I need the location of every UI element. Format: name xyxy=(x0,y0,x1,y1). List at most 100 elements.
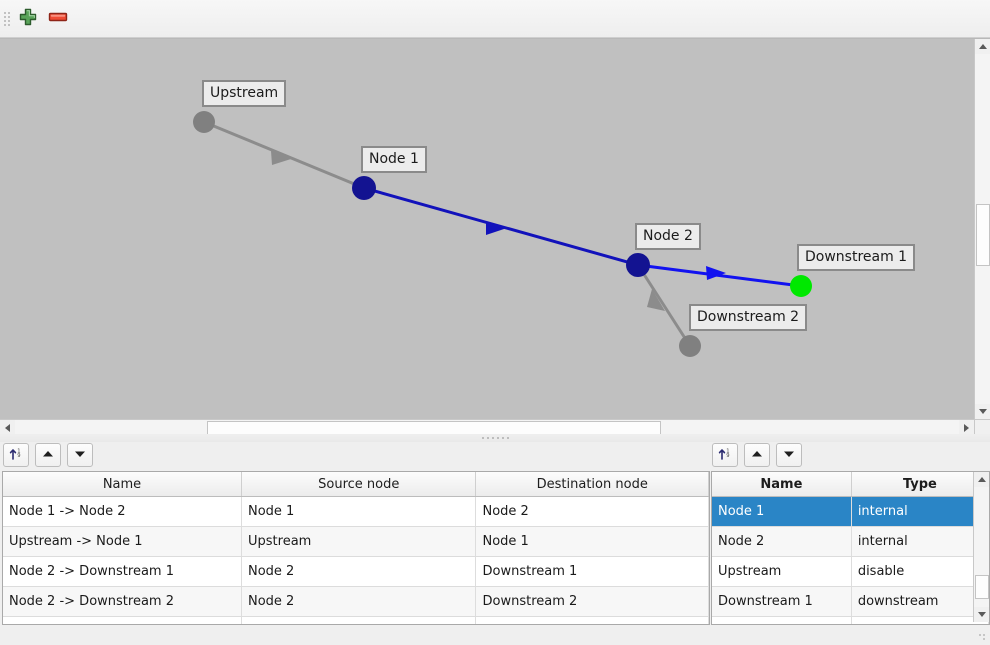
cell-empty xyxy=(3,616,242,624)
edges-column-name[interactable]: Name xyxy=(3,472,242,497)
main-toolbar xyxy=(0,0,990,38)
cell-name: Node 2 xyxy=(712,526,852,557)
svg-text:1: 1 xyxy=(726,448,729,454)
nodes-column-type[interactable]: Type xyxy=(851,472,989,497)
canvas-horizontal-scrollbar[interactable] xyxy=(0,419,974,435)
table-row[interactable]: Node 2 -> Downstream 2 Node 2 Downstream… xyxy=(3,586,709,617)
graph-node-downstream2 xyxy=(679,335,701,357)
sort-nodes-button[interactable]: 1 9 xyxy=(712,443,738,467)
table-row[interactable]: Node 2 -> Downstream 1 Node 2 Downstream… xyxy=(3,556,709,587)
triangle-left-icon xyxy=(5,423,10,432)
graph-label-upstream[interactable]: Upstream xyxy=(202,80,287,107)
remove-node-button[interactable] xyxy=(43,4,73,34)
table-row[interactable]: Upstream disable xyxy=(712,556,989,587)
cell-source: Node 1 xyxy=(241,496,477,527)
graph-canvas-container: Upstream Node 1 Node 2 Downstream 1 Down… xyxy=(0,38,990,435)
cell-type: downstream xyxy=(851,586,989,617)
scroll-left-button[interactable] xyxy=(0,420,15,435)
cell-type: internal xyxy=(851,526,989,557)
toolbar-grip[interactable] xyxy=(3,7,13,31)
triangle-down-icon xyxy=(781,446,797,465)
edges-table-header-row: Name Source node Destination node xyxy=(3,472,709,497)
graph-label-node1[interactable]: Node 1 xyxy=(361,146,427,173)
table-row[interactable]: Node 2 internal xyxy=(712,526,989,557)
window-resize-grip[interactable] xyxy=(976,631,986,641)
triangle-right-icon xyxy=(964,423,969,432)
cell-name: Upstream xyxy=(712,556,852,587)
edge-node1-node2 xyxy=(363,186,639,267)
nodes-table-scrollbar[interactable] xyxy=(973,472,989,622)
nodes-table-body: Node 1 internal Node 2 internal Upstream… xyxy=(712,496,989,624)
triangle-down-icon xyxy=(72,446,88,465)
edges-button-row: 1 9 xyxy=(3,443,93,467)
splitter-grip-icon xyxy=(481,437,509,439)
move-node-up-button[interactable] xyxy=(744,443,770,467)
cell-source: Node 2 xyxy=(241,586,477,617)
scroll-down-button[interactable] xyxy=(975,404,990,419)
triangle-up-icon xyxy=(978,44,987,49)
cell-empty xyxy=(475,616,709,624)
cell-source: Upstream xyxy=(241,526,477,557)
scrollbar-corner xyxy=(974,419,990,435)
table-row[interactable]: Node 1 internal xyxy=(712,496,989,527)
edges-table-panel[interactable]: Name Source node Destination node Node 1… xyxy=(2,471,710,625)
graph-node-downstream1 xyxy=(790,275,812,297)
table-row[interactable]: Node 1 -> Node 2 Node 1 Node 2 xyxy=(3,496,709,527)
add-node-button[interactable] xyxy=(13,4,43,34)
cell-type: internal xyxy=(851,496,989,527)
cell-name: Node 2 -> Downstream 1 xyxy=(3,556,242,587)
cell-destination: Downstream 1 xyxy=(475,556,709,587)
cell-empty xyxy=(712,616,852,624)
edges-column-destination[interactable]: Destination node xyxy=(475,472,709,497)
edge-upstream-node1 xyxy=(203,120,365,190)
sort-ascending-icon: 1 9 xyxy=(717,446,733,465)
sort-edges-button[interactable]: 1 9 xyxy=(3,443,29,467)
move-edge-down-button[interactable] xyxy=(67,443,93,467)
cell-type: disable xyxy=(851,556,989,587)
cell-empty xyxy=(241,616,477,624)
cell-destination: Node 2 xyxy=(475,496,709,527)
horizontal-splitter[interactable] xyxy=(0,434,990,442)
graph-svg xyxy=(193,111,812,357)
graph-node-node1 xyxy=(352,176,376,200)
nodes-table-panel[interactable]: Name Type Node 1 internal Node 2 interna… xyxy=(711,471,990,625)
svg-text:9: 9 xyxy=(17,453,20,459)
sort-ascending-icon: 1 9 xyxy=(8,446,24,465)
cell-destination: Downstream 2 xyxy=(475,586,709,617)
cell-name: Upstream -> Node 1 xyxy=(3,526,242,557)
canvas-vscroll-thumb[interactable] xyxy=(976,204,990,266)
scroll-up-button[interactable] xyxy=(974,472,989,487)
nodes-scroll-thumb[interactable] xyxy=(975,575,989,599)
edges-table-body: Node 1 -> Node 2 Node 1 Node 2 Upstream … xyxy=(3,496,709,624)
triangle-up-icon xyxy=(749,446,765,465)
graph-node-upstream xyxy=(193,111,215,133)
cell-destination: Node 1 xyxy=(475,526,709,557)
graph-canvas[interactable]: Upstream Node 1 Node 2 Downstream 1 Down… xyxy=(0,39,974,419)
table-row[interactable]: Downstream 1 downstream xyxy=(712,586,989,617)
edges-column-source[interactable]: Source node xyxy=(241,472,477,497)
triangle-down-icon xyxy=(978,409,987,414)
table-row[interactable]: Upstream -> Node 1 Upstream Node 1 xyxy=(3,526,709,557)
graph-label-node2[interactable]: Node 2 xyxy=(635,223,701,250)
cell-name: Node 1 -> Node 2 xyxy=(3,496,242,527)
cell-name: Downstream 1 xyxy=(712,586,852,617)
canvas-vertical-scrollbar[interactable] xyxy=(974,39,990,419)
minus-icon xyxy=(47,7,69,30)
edge-node2-downstream1 xyxy=(637,263,802,288)
cell-name: Node 2 -> Downstream 2 xyxy=(3,586,242,617)
graph-label-downstream1[interactable]: Downstream 1 xyxy=(797,244,916,271)
move-node-down-button[interactable] xyxy=(776,443,802,467)
svg-text:1: 1 xyxy=(17,448,20,454)
scroll-up-button[interactable] xyxy=(975,39,990,54)
edges-table: Name Source node Destination node Node 1… xyxy=(3,472,709,624)
triangle-down-icon xyxy=(977,612,986,617)
graph-label-downstream2[interactable]: Downstream 2 xyxy=(689,304,808,331)
move-edge-up-button[interactable] xyxy=(35,443,61,467)
svg-text:9: 9 xyxy=(726,453,729,459)
cell-empty xyxy=(851,616,989,624)
scroll-down-button[interactable] xyxy=(974,607,989,622)
nodes-column-name[interactable]: Name xyxy=(712,472,852,497)
canvas-hscroll-thumb[interactable] xyxy=(207,421,661,435)
scroll-right-button[interactable] xyxy=(959,420,974,435)
